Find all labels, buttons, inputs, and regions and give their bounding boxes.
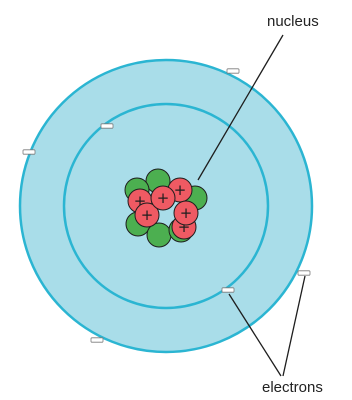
electron-inner-2 <box>222 288 234 292</box>
proton-sign: + <box>174 181 187 199</box>
proton-sign: + <box>180 204 193 222</box>
proton: + <box>151 186 175 210</box>
proton-sign: + <box>141 206 154 224</box>
electrons-label: electrons <box>262 380 323 395</box>
electron-inner-1 <box>101 124 113 128</box>
proton: + <box>174 201 198 225</box>
electron-outer-2 <box>23 150 35 154</box>
electron-outer-3 <box>298 271 310 275</box>
electron-outer-4 <box>91 338 103 342</box>
electron-outer-1 <box>227 69 239 73</box>
electrons-leader-line-outer <box>283 276 305 376</box>
nucleus-label: nucleus <box>267 14 319 29</box>
proton-sign: + <box>157 189 170 207</box>
